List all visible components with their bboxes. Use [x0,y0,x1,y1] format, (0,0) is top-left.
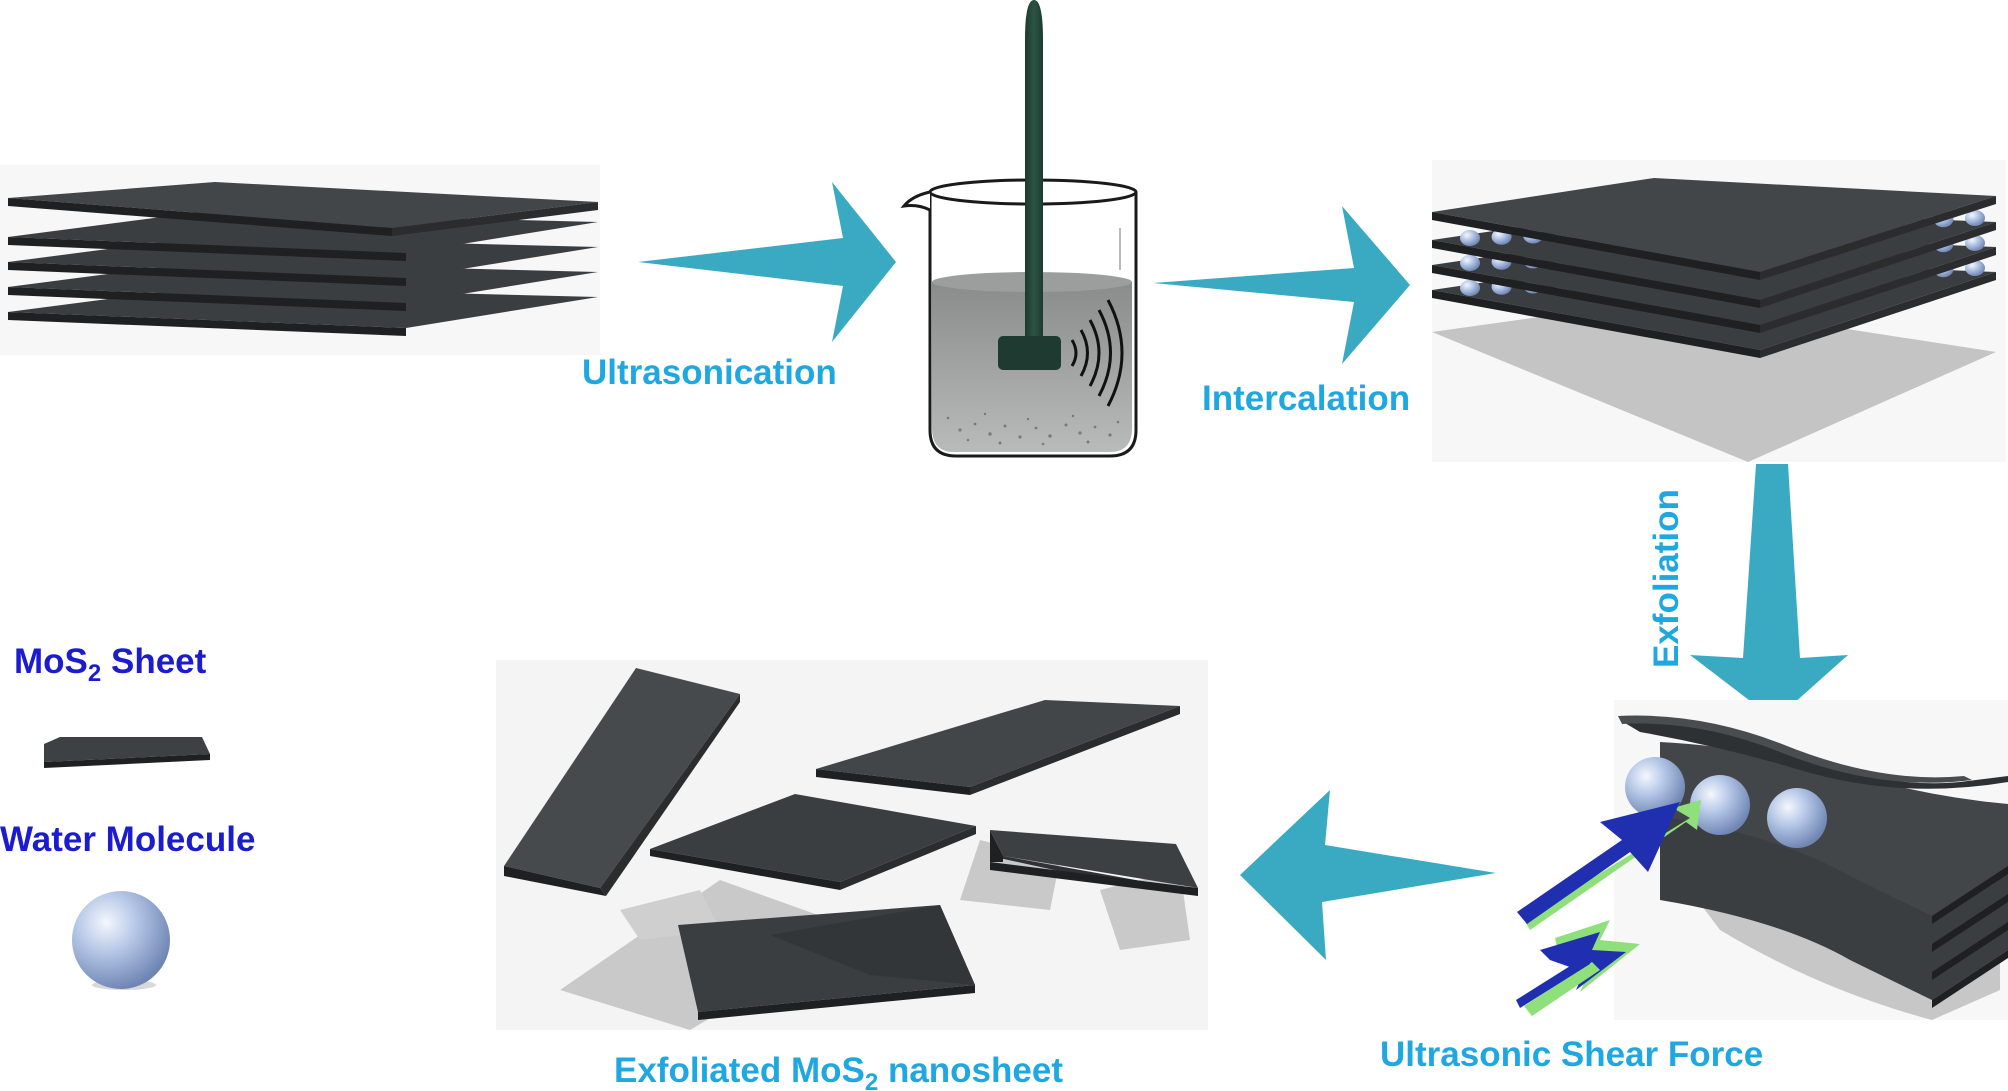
water-molecule [1460,230,1480,246]
water-molecule [1767,788,1827,848]
arrow-to-nanosheets [1240,790,1496,960]
label-exfoliated-nanosheet: Exfoliated MoS2 nanosheet [614,1051,1063,1091]
legend-sheet-swatch [44,737,210,768]
peeling-sheet [1618,715,2008,789]
beaker-icon [900,178,1138,458]
sonicator-probe-icon [998,0,1061,370]
nanosheet-top [816,700,1180,795]
arrow-intercalation [1153,206,1410,364]
nanosheet-middle [650,794,976,890]
nanosheet-tilted [504,668,740,896]
sediment-particles [946,412,1120,446]
water-molecule [1625,757,1685,817]
legend-water-swatch [72,891,170,989]
water-molecule [1690,775,1750,835]
exfoliated-nanosheets [496,660,1208,1030]
water-molecule [1965,235,1985,251]
water-molecule [1965,260,1985,276]
stack-shadow [1432,300,1996,462]
shear-force-arrow [1516,800,1701,1016]
water-molecule [1460,255,1480,271]
label-exfoliation: Exfoliation [1647,489,1686,668]
legend [44,737,210,990]
beaker-spout [900,190,931,212]
shear-stack [1614,700,2008,1020]
label-ultrasonication: Ultrasonication [582,353,837,392]
label-shear-force: Ultrasonic Shear Force [1380,1035,1763,1074]
nanosheet-bottom [678,905,975,1020]
intercalated-stack [1432,160,2006,462]
arrow-exfoliation [1690,464,1848,720]
bulk-sheet-1 [8,182,598,236]
water-molecule [1460,280,1480,296]
legend-label-sheet: MoS2 Sheet [14,642,207,687]
shear-sheet-1 [1660,742,2008,924]
arrow-ultrasonication [638,182,896,342]
label-intercalation: Intercalation [1202,379,1410,418]
legend-label-water: Water Molecule [0,820,255,859]
bulk-mos2-stack [0,165,600,355]
nanosheet-right [990,830,1198,896]
sound-wave-icon [1070,299,1124,407]
water-molecule [1965,210,1985,226]
